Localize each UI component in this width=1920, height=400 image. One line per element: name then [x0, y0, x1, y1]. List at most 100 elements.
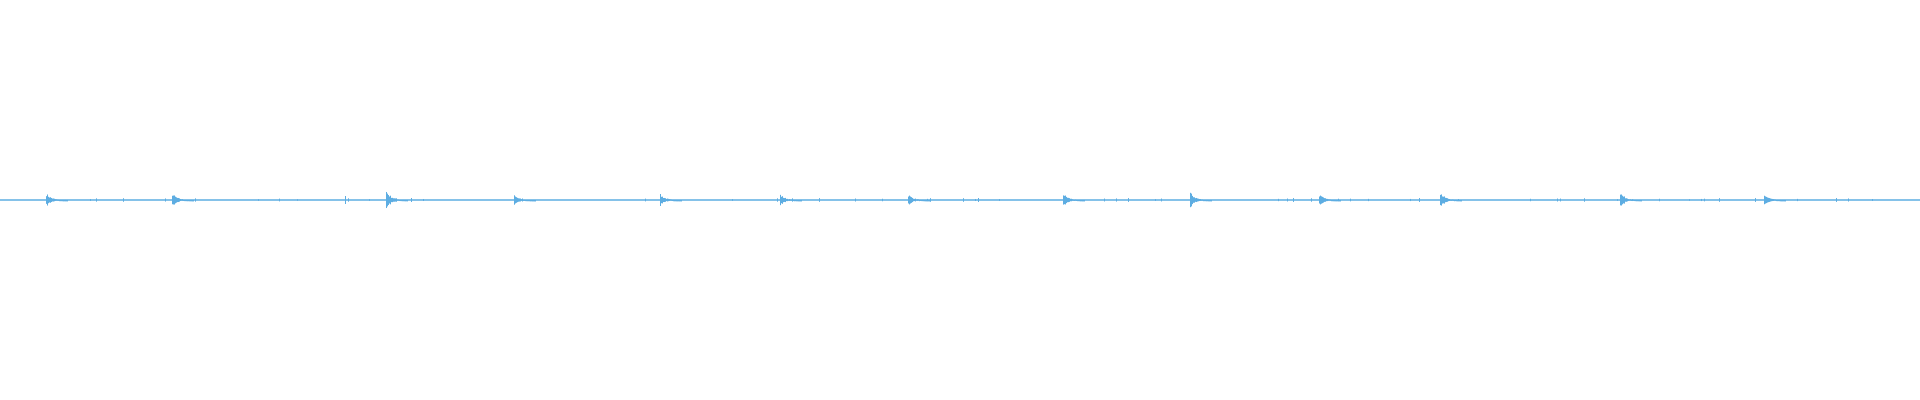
- waveform-noise-sample: [732, 199, 733, 201]
- waveform-burst-sample: [1207, 199, 1208, 202]
- waveform-burst-sample: [1766, 196, 1767, 204]
- waveform-burst-sample: [1327, 198, 1328, 202]
- waveform-burst-sample: [781, 196, 782, 204]
- waveform-burst-sample: [65, 199, 66, 202]
- waveform-burst-sample: [1640, 199, 1641, 202]
- waveform-burst-sample: [1637, 199, 1638, 202]
- waveform-burst-sample: [1329, 199, 1330, 201]
- waveform-burst-sample: [1067, 197, 1068, 203]
- waveform-burst-sample: [182, 199, 183, 201]
- waveform-burst-sample: [1440, 194, 1441, 206]
- waveform-noise-sample: [1155, 199, 1156, 201]
- waveform-noise-sample: [165, 198, 166, 202]
- waveform-burst-sample: [1204, 199, 1205, 202]
- waveform-burst-sample: [1201, 199, 1202, 201]
- waveform-burst-sample: [533, 199, 534, 202]
- waveform-burst-sample: [531, 199, 532, 202]
- waveform-burst-sample: [406, 199, 407, 202]
- waveform-noise-sample: [1872, 199, 1873, 201]
- waveform-burst-sample: [911, 197, 912, 203]
- waveform-burst-sample: [1192, 195, 1193, 205]
- waveform-burst-sample: [920, 199, 921, 201]
- waveform-burst-sample: [1775, 199, 1776, 201]
- waveform-noise-sample: [1632, 199, 1633, 201]
- waveform-burst-sample: [1768, 197, 1769, 203]
- waveform-burst-sample: [788, 199, 789, 201]
- waveform-burst-sample: [51, 197, 52, 203]
- waveform-burst-sample: [1625, 198, 1626, 202]
- waveform-burst-sample: [1077, 199, 1078, 202]
- waveform-burst-sample: [1190, 192, 1191, 208]
- waveform-burst-sample: [1767, 197, 1768, 203]
- waveform-bursts: [46, 191, 1873, 209]
- waveform-burst-sample: [800, 199, 801, 202]
- waveform-burst-sample: [1063, 195, 1064, 205]
- waveform-burst-sample: [1639, 199, 1640, 202]
- waveform-burst-sample: [1460, 199, 1461, 202]
- waveform-burst-sample: [1075, 199, 1076, 201]
- waveform-burst-sample: [1071, 198, 1072, 202]
- waveform-burst-sample: [1770, 198, 1771, 202]
- waveform-burst-sample: [1065, 195, 1066, 205]
- waveform-burst-sample: [59, 199, 60, 202]
- waveform-burst-sample: [61, 199, 62, 202]
- waveform-noise-sample: [1410, 198, 1411, 202]
- waveform-burst-sample: [1340, 199, 1341, 202]
- waveform-burst-sample: [1630, 199, 1631, 201]
- waveform-noise-sample: [195, 198, 196, 202]
- waveform-click-sample: [345, 196, 346, 204]
- waveform-burst-sample: [1621, 194, 1622, 206]
- waveform-burst-sample: [54, 198, 55, 202]
- waveform-burst-sample: [1454, 199, 1455, 202]
- waveform-burst-sample: [785, 197, 786, 203]
- waveform-burst-sample: [909, 195, 910, 205]
- waveform-burst-sample: [391, 197, 392, 203]
- waveform-burst-sample: [678, 199, 679, 202]
- waveform-burst-sample: [1450, 199, 1451, 201]
- waveform-burst-sample: [1636, 199, 1637, 202]
- waveform-burst-sample: [66, 199, 67, 202]
- waveform-burst-sample: [922, 199, 923, 202]
- waveform-burst-sample: [787, 198, 788, 202]
- waveform-noise-sample: [1617, 199, 1618, 201]
- waveform-burst-sample: [1461, 199, 1462, 202]
- waveform-burst-sample: [1325, 198, 1326, 202]
- waveform-burst-sample: [1333, 199, 1334, 202]
- waveform-burst-sample: [1081, 199, 1082, 202]
- waveform-burst-sample: [667, 198, 668, 202]
- waveform-noise-sample: [1293, 198, 1294, 202]
- waveform-burst-sample: [1079, 199, 1080, 202]
- waveform-burst-sample: [1772, 198, 1773, 202]
- waveform-burst-sample: [1781, 199, 1782, 202]
- waveform-burst-sample: [661, 196, 662, 204]
- waveform-burst-sample: [786, 198, 787, 202]
- waveform-burst-sample: [1202, 199, 1203, 201]
- waveform-burst-sample: [1631, 199, 1632, 201]
- waveform-burst-sample: [1064, 195, 1065, 205]
- waveform-noise-sample: [1128, 198, 1129, 202]
- waveform-burst-sample: [1073, 199, 1074, 201]
- waveform-burst-sample: [57, 199, 58, 201]
- waveform-burst-sample: [527, 199, 528, 202]
- waveform-burst-sample: [1779, 199, 1780, 202]
- waveform-noise-sample: [978, 198, 979, 202]
- waveform-noise-sample: [516, 198, 517, 202]
- waveform-burst-sample: [192, 199, 193, 202]
- waveform-noise-sample: [1419, 198, 1420, 202]
- waveform-burst-sample: [400, 199, 401, 202]
- waveform-burst-sample: [676, 199, 677, 202]
- waveform-noise-sample: [1701, 198, 1702, 202]
- waveform-burst-sample: [1210, 199, 1211, 202]
- waveform-burst-sample: [928, 199, 929, 202]
- waveform-noise-sample: [1368, 198, 1369, 202]
- waveform-burst-sample: [178, 197, 179, 203]
- waveform-burst-sample: [1066, 196, 1067, 204]
- waveform-burst-sample: [796, 199, 797, 202]
- waveform-burst-sample: [173, 195, 174, 205]
- waveform-burst-sample: [177, 197, 178, 203]
- waveform-burst-sample: [1451, 199, 1452, 201]
- waveform-burst-sample: [175, 196, 176, 204]
- waveform-burst-sample: [1633, 199, 1634, 201]
- waveform-burst-sample: [179, 198, 180, 202]
